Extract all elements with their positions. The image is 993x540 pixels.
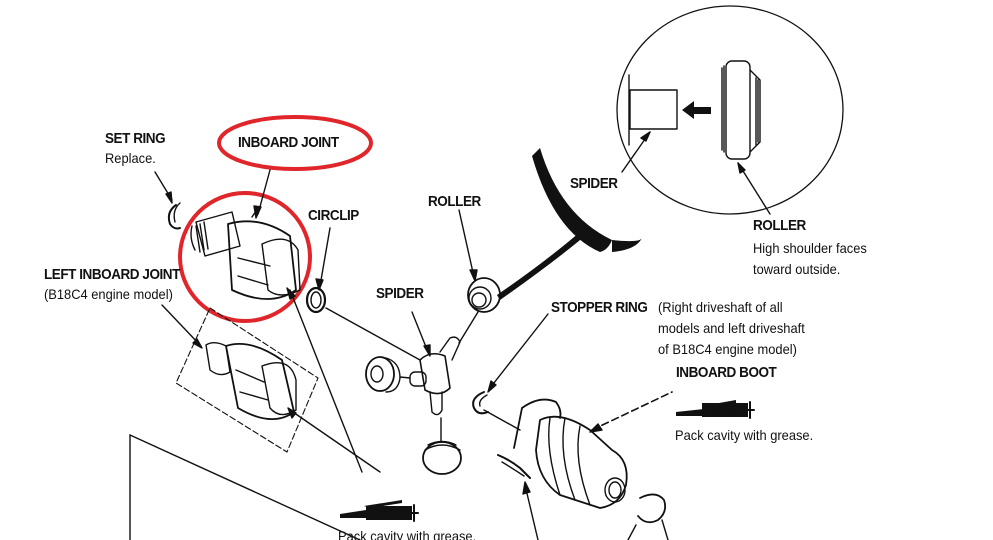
grease-icon: GREASE bbox=[340, 500, 419, 522]
left-inboard-joint-label: LEFT INBOARD JOINT bbox=[44, 266, 180, 283]
stopper-ring-note-line2: models and left driveshaft bbox=[658, 320, 805, 336]
inboard-joint-label: INBOARD JOINT bbox=[238, 134, 339, 151]
inboard-boot-part bbox=[535, 391, 673, 509]
roller-detail-label: ROLLER bbox=[753, 217, 806, 234]
roller-part-left bbox=[365, 356, 411, 393]
roller-detail-note-line1: High shoulder faces bbox=[753, 240, 867, 256]
roller-side-detail bbox=[721, 60, 761, 160]
stopper-ring-note-line3: of B18C4 engine model) bbox=[658, 341, 797, 357]
label-highlight-ring bbox=[217, 115, 373, 171]
roller-part-upper bbox=[458, 209, 501, 313]
set-ring-part bbox=[154, 171, 181, 230]
detail-circle bbox=[616, 5, 844, 215]
spider-stub-detail bbox=[628, 74, 678, 146]
inboard-joint-part bbox=[190, 169, 301, 300]
assembly-axis-line bbox=[325, 307, 421, 361]
grease-bottom-note: Pack cavity with grease. bbox=[338, 528, 477, 540]
grease-icon: GREASE bbox=[676, 400, 755, 419]
set-ring-label: SET RING bbox=[105, 130, 166, 147]
roller-part-lower bbox=[422, 417, 462, 475]
spider-label: SPIDER bbox=[376, 285, 424, 302]
roller-label: ROLLER bbox=[428, 193, 481, 210]
roller-detail-note-line2: toward outside. bbox=[753, 261, 841, 277]
detail-callout-bracket bbox=[497, 148, 642, 300]
boot-band-part bbox=[497, 398, 562, 540]
inboard-boot-note: Pack cavity with grease. bbox=[675, 427, 814, 443]
inboard-boot-label: INBOARD BOOT bbox=[676, 364, 777, 381]
set-ring-note: Replace. bbox=[105, 150, 156, 166]
stopper-ring-note-line1: (Right driveshaft of all bbox=[658, 299, 783, 315]
grease-leader-lines bbox=[129, 287, 381, 540]
direction-arrow-icon bbox=[682, 101, 711, 119]
grease-icon-text: GREASE bbox=[707, 406, 739, 415]
left-inboard-joint-part bbox=[161, 304, 319, 453]
left-inboard-joint-note: (B18C4 engine model) bbox=[44, 286, 173, 302]
circlip-label: CIRCLIP bbox=[308, 207, 359, 224]
circlip-part bbox=[305, 227, 331, 314]
spider-detail-label: SPIDER bbox=[570, 175, 618, 192]
grease-icon-text: GREASE bbox=[371, 509, 403, 518]
part-highlight-ring bbox=[178, 191, 312, 323]
stopper-ring-part bbox=[472, 313, 549, 431]
boot-end-band-part bbox=[627, 493, 669, 540]
stopper-ring-label: STOPPER RING bbox=[551, 299, 648, 316]
spider-part bbox=[409, 311, 479, 416]
